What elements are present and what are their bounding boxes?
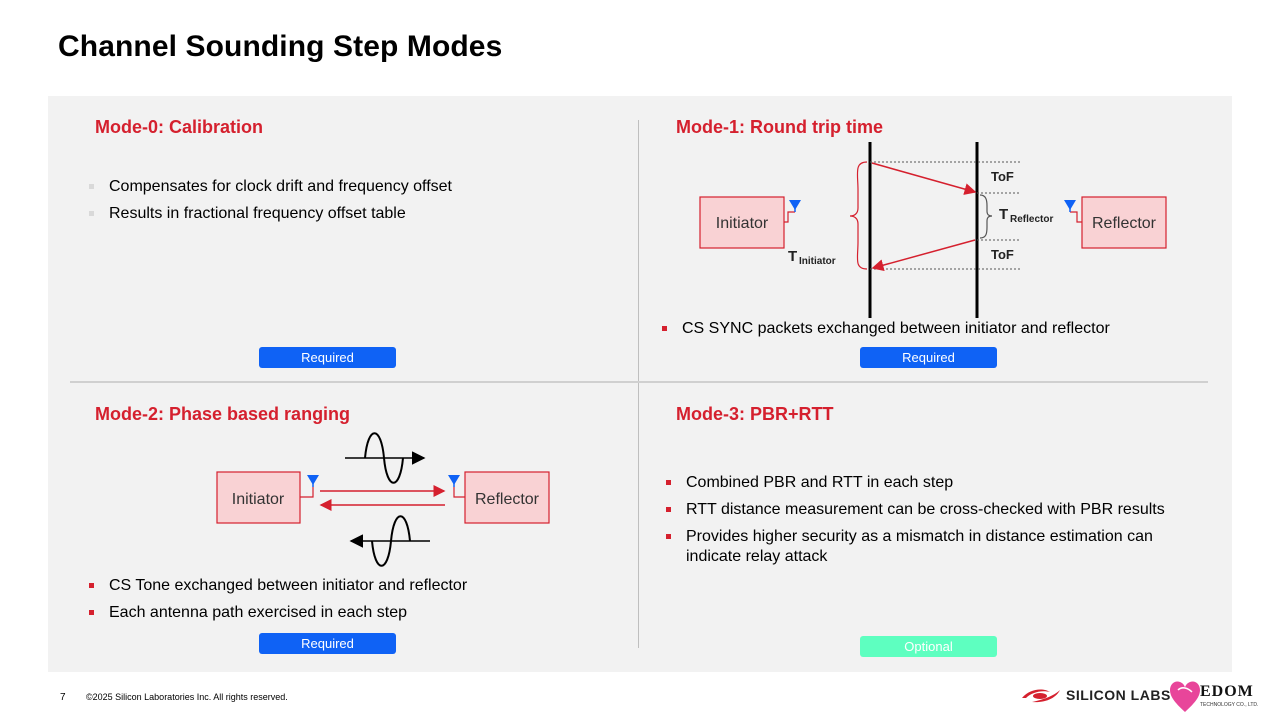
list-item: Provides higher security as a mismatch i… [666, 527, 1186, 567]
t-initiator-brace [849, 161, 868, 270]
reflector-antenna-icon [448, 475, 460, 485]
t-reflector-main: T [999, 206, 1008, 223]
vertical-divider [638, 120, 639, 648]
list-item: CS Tone exchanged between initiator and … [89, 576, 619, 596]
mode-1-required-badge: Required [860, 347, 997, 368]
initiator-antenna-icon [789, 200, 801, 210]
silicon-labs-swoosh-icon [1022, 689, 1060, 703]
list-item: Combined PBR and RTT in each step [666, 473, 1186, 493]
sync-packet-forward [871, 162, 977, 195]
t-reflector-sub: Reflector [1010, 214, 1053, 225]
reflector-label: Reflector [1092, 215, 1157, 232]
mode-1-title: Mode-1: Round trip time [676, 117, 883, 137]
reflector-antenna-icon [1064, 200, 1076, 210]
copyright-text: ©2025 Silicon Laboratories Inc. All righ… [86, 692, 288, 702]
pbr-diagram: Initiator Reflector [216, 432, 550, 567]
mode-3-bullets: Combined PBR and RTT in each step RTT di… [666, 473, 1186, 574]
list-item: CS SYNC packets exchanged between initia… [662, 319, 1222, 339]
tof-bottom-label: ToF [991, 247, 1014, 262]
page-title: Channel Sounding Step Modes [58, 30, 503, 63]
rtt-diagram: ToF ToF T Initiator T Reflector Initiato… [699, 142, 1167, 318]
initiator-antenna-icon [307, 475, 319, 485]
tone-return-wave [371, 515, 411, 567]
t-initiator-main: T [788, 248, 797, 265]
list-item: Each antenna path exercised in each step [89, 603, 619, 623]
list-item: Compensates for clock drift and frequenc… [89, 177, 609, 197]
edom-wordmark: EDOM [1200, 683, 1254, 700]
t-initiator-sub: Initiator [799, 256, 836, 267]
content-panel [48, 96, 1232, 672]
edom-subtitle: TECHNOLOGY CO., LTD. [1200, 702, 1259, 708]
mode-0-bullets: Compensates for clock drift and frequenc… [89, 177, 609, 231]
mode-2-bullets: CS Tone exchanged between initiator and … [89, 576, 619, 630]
reflector-label: Reflector [475, 491, 540, 508]
initiator-label: Initiator [232, 491, 285, 508]
mode-1-bullets: CS SYNC packets exchanged between initia… [662, 319, 1222, 346]
initiator-box [699, 196, 785, 249]
list-item: RTT distance measurement can be cross-ch… [666, 500, 1186, 520]
t-reflector-brace [979, 194, 993, 239]
page-number: 7 [60, 692, 66, 703]
mode-0-title: Mode-0: Calibration [95, 117, 264, 137]
mode-2-title: Mode-2: Phase based ranging [95, 404, 351, 424]
mode-2-required-badge: Required [259, 633, 396, 654]
mode-0-required-badge: Required [259, 347, 396, 368]
edom-logo: EDOM TECHNOLOGY CO., LTD. [1170, 680, 1260, 716]
initiator-box [216, 471, 301, 524]
tone-forward-wave [364, 432, 404, 484]
tof-top-label: ToF [991, 169, 1014, 184]
edom-heart-icon [1170, 681, 1200, 712]
horizontal-divider [70, 381, 1208, 383]
mode-3-title: Mode-3: PBR+RTT [676, 404, 834, 424]
mode-3-optional-badge: Optional [860, 636, 997, 657]
sync-packet-return [871, 239, 976, 272]
silicon-labs-logo: SILICON LABS [1020, 684, 1171, 706]
reflector-box [464, 471, 550, 524]
list-item: Results in fractional frequency offset t… [89, 204, 609, 224]
initiator-label: Initiator [716, 215, 769, 232]
silicon-labs-wordmark: SILICON LABS [1066, 687, 1171, 703]
